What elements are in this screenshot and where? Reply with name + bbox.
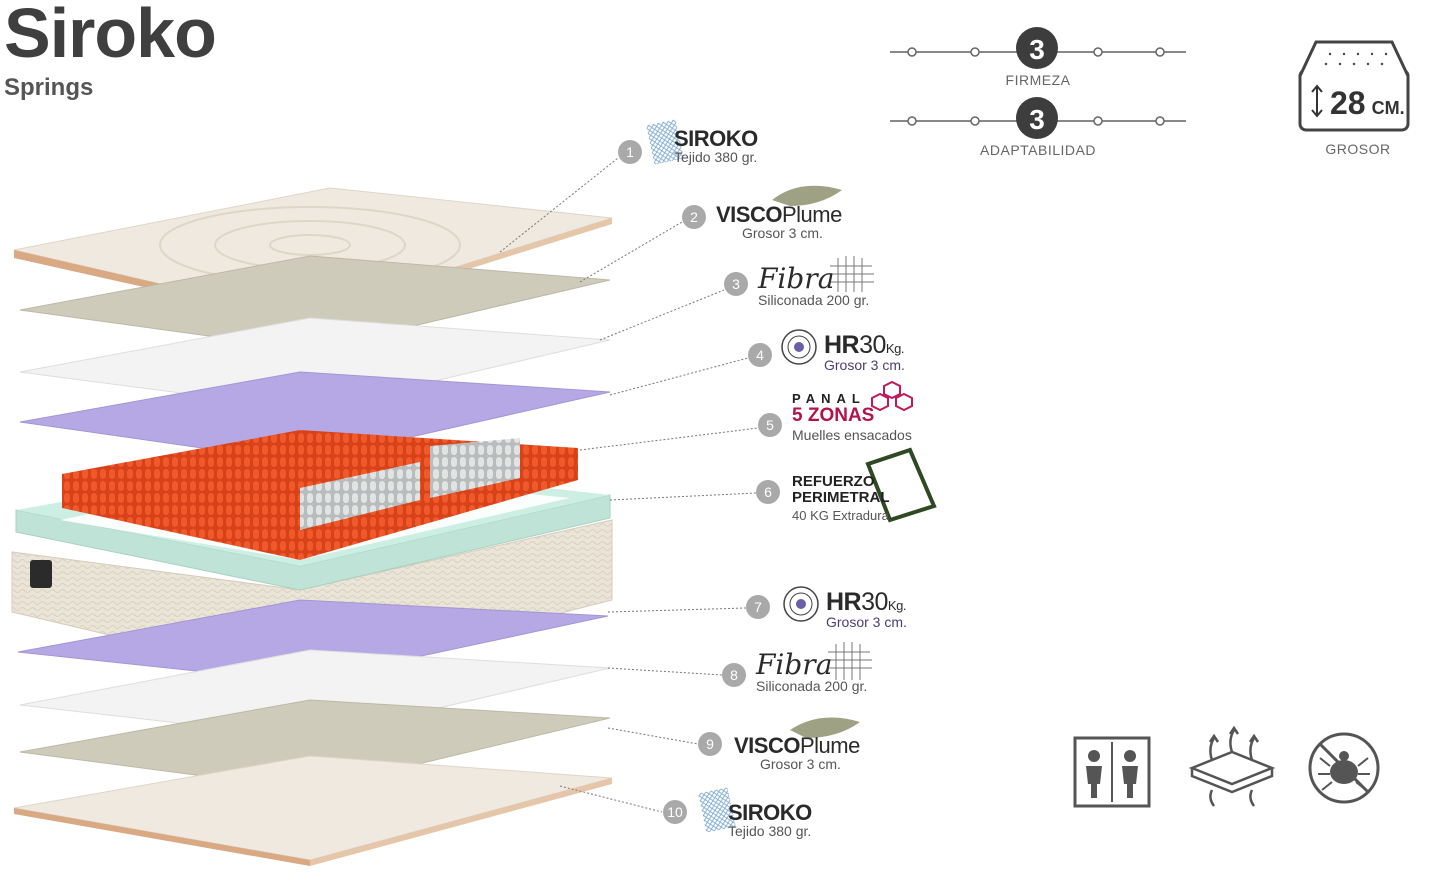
layer-2-name-suffix: Plume	[781, 202, 842, 227]
feather-icon	[790, 717, 860, 738]
badge-7: 7	[754, 599, 762, 615]
layer-7-label: HR30Kg. Grosor 3 cm.	[826, 589, 907, 630]
anti-mite-icon	[1308, 732, 1380, 804]
layer-1-detail: Tejido 380 gr.	[674, 149, 758, 166]
layer-10-shape	[13, 755, 613, 866]
layer-8-label: Fibra Siliconada 200 gr.	[756, 650, 867, 694]
layer-3-name: Fibra	[758, 262, 835, 295]
layer-2-name: VISCO	[716, 202, 782, 227]
layer-10-name: SIROKO	[728, 800, 812, 825]
grid-icon	[828, 642, 872, 680]
layer-9-label: VISCOPlume Grosor 3 cm.	[734, 734, 860, 772]
layer-5-name-top: PANAL	[792, 391, 866, 406]
number-badges	[618, 140, 782, 824]
layer-10-label: SIROKO Tejido 380 gr.	[728, 801, 812, 839]
firmeza-value: 3	[1029, 34, 1045, 65]
firmeza-label: FIRMEZA	[1005, 72, 1071, 88]
layer-6-label: REFUERZO PERIMETRAL 40 KG Extradura	[792, 474, 890, 522]
layer-1-name: SIROKO	[674, 126, 758, 151]
layer-7-name: HR	[826, 588, 862, 616]
layer-4-unit: Kg.	[885, 341, 905, 356]
layer-6-name-line2: PERIMETRAL	[792, 488, 890, 506]
hr-foam-icon	[781, 329, 817, 365]
layer-2-label: VISCOPlume Grosor 3 cm.	[716, 203, 842, 241]
badge-4: 4	[756, 347, 764, 363]
adaptabilidad-label: ADAPTABILIDAD	[980, 142, 1096, 158]
layer-9-detail: Grosor 3 cm.	[760, 756, 841, 773]
badge-6: 6	[764, 484, 772, 500]
breathable-icon	[1188, 725, 1276, 807]
adaptabilidad-scale	[890, 97, 1186, 139]
layer-9-name-suffix: Plume	[799, 733, 860, 758]
layer-7-detail: Grosor 3 cm.	[826, 614, 907, 631]
mattress-thickness-icon	[1298, 40, 1410, 132]
grosor-label: GROSOR	[1325, 141, 1391, 157]
layer-10-detail: Tejido 380 gr.	[728, 823, 812, 840]
badge-2: 2	[690, 209, 698, 225]
layer-9-name: VISCO	[734, 733, 800, 758]
layer-5-detail: Muelles ensacados	[792, 426, 912, 443]
layer-4-name: HR	[824, 331, 860, 359]
badge-3: 3	[732, 276, 740, 292]
badge-5: 5	[766, 417, 774, 433]
badge-9: 9	[706, 736, 714, 752]
layer-1-label: SIROKO Tejido 380 gr.	[674, 127, 758, 165]
mesh-icon	[646, 119, 684, 165]
layer-6-name: REFUERZO	[792, 473, 875, 490]
layer-5-label: PANAL 5 ZONAS Muelles ensacados	[792, 392, 912, 442]
layer-3-label: Fibra Siliconada 200 gr.	[758, 264, 869, 308]
two-people-icon	[1073, 736, 1151, 808]
perimeter-reinforcement-icon	[865, 447, 937, 523]
firmeza-scale	[890, 27, 1186, 69]
layer-6-detail: 40 KG Extradura	[792, 507, 889, 523]
badge-8: 8	[730, 667, 738, 683]
brand-title: Siroko	[4, 0, 217, 72]
layer-2-detail: Grosor 3 cm.	[742, 225, 823, 242]
badge-1: 1	[626, 144, 634, 160]
layer-4-name-suffix: 30	[859, 331, 886, 359]
honeycomb-icon	[871, 380, 913, 412]
brand-subtitle: Springs	[4, 74, 94, 101]
layer-8-name: Fibra	[756, 648, 833, 681]
layer-3-detail: Siliconada 200 gr.	[758, 292, 870, 309]
adaptabilidad-value: 3	[1029, 104, 1045, 135]
layer-5-name: 5 ZONAS	[792, 404, 875, 426]
layer-5-shape	[62, 430, 578, 560]
layer-7-unit: Kg.	[887, 598, 907, 613]
feather-icon	[772, 185, 842, 206]
layer-4-detail: Grosor 3 cm.	[824, 357, 905, 374]
leader-lines	[499, 157, 759, 813]
layer-7-name-suffix: 30	[861, 588, 888, 616]
mesh-icon	[698, 787, 736, 833]
layer-8-detail: Siliconada 200 gr.	[756, 678, 868, 695]
badge-10: 10	[667, 804, 683, 820]
grid-icon	[830, 256, 874, 292]
layer-4-label: HR30Kg. Grosor 3 cm.	[824, 332, 905, 373]
hr-foam-icon	[783, 586, 819, 622]
